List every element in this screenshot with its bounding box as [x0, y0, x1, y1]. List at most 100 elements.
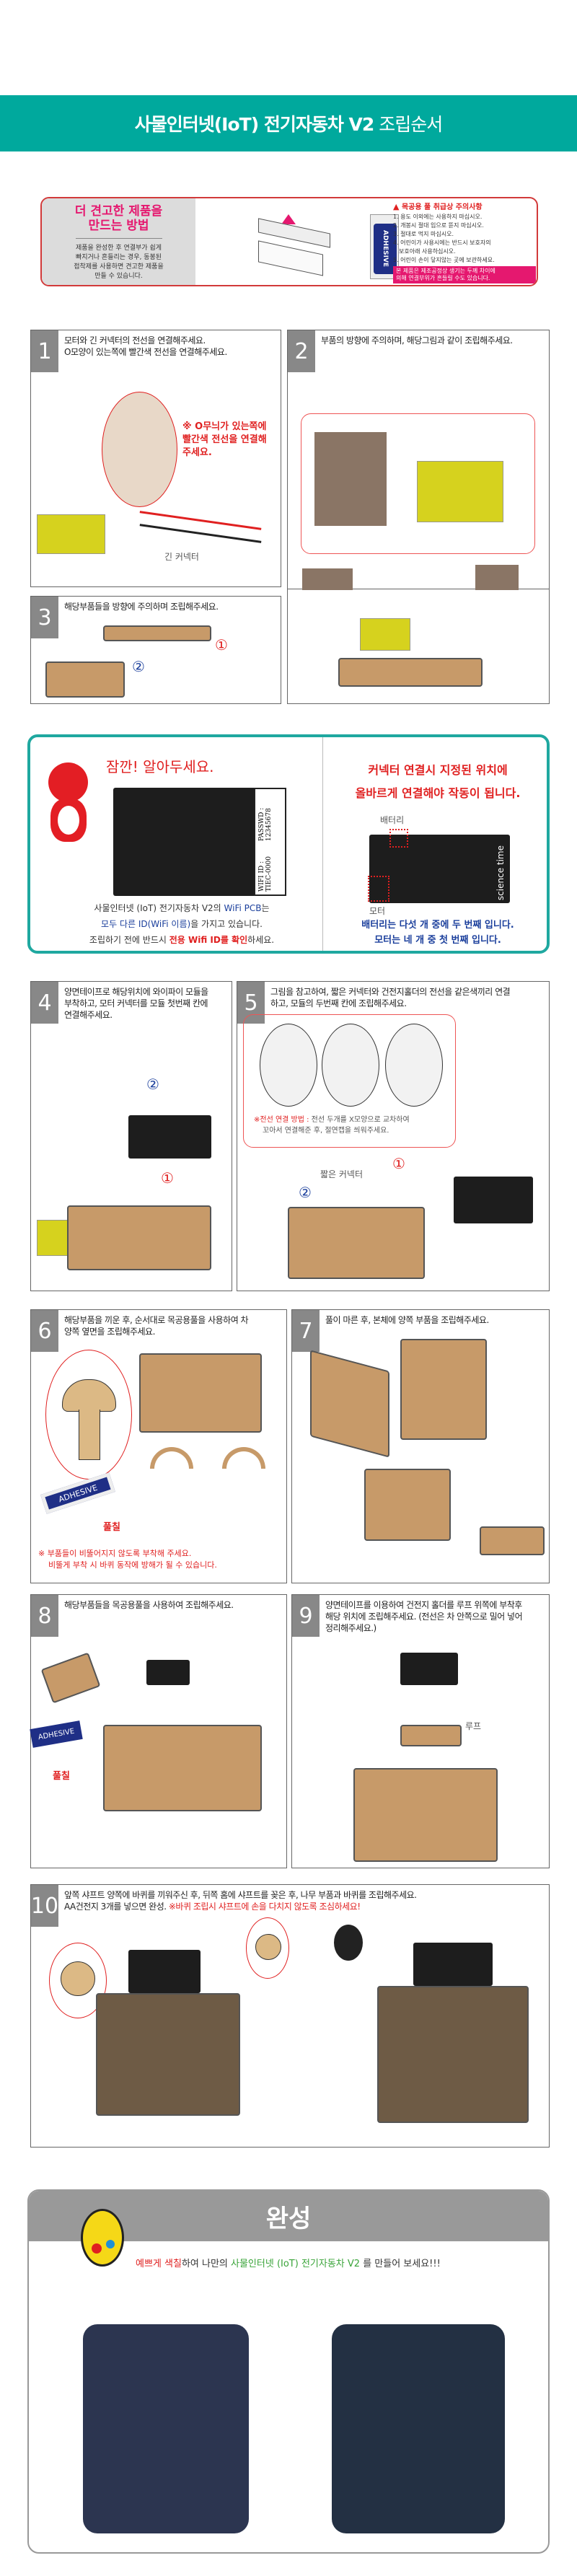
- tip-body: 제품을 완성한 후 연결부가 쉽게 빠지거나 흔들리는 경우, 동봉된 접착제를…: [42, 244, 195, 281]
- connector-notice-title: 커넥터 연결시 지정된 위치에: [368, 763, 508, 777]
- painted-car-photo: [332, 2324, 505, 2533]
- gear-motor: [360, 618, 410, 651]
- car-roof-part: [480, 1526, 545, 1555]
- step-text: 해당부품들을 방향에 주의하며 조립해주세요.: [64, 602, 219, 612]
- palette-icon: [81, 2209, 124, 2267]
- step-text: 해당부품을 끼운 후, 순서대로 목공용풀을 사용하여 차: [64, 1315, 249, 1325]
- car-body: [364, 1469, 451, 1541]
- text: 을 가지고 있습니다.: [190, 919, 263, 929]
- step-text: 양면테이프로 해당위치에 와이파이 모듈을: [64, 987, 208, 997]
- wheel-icon: [334, 1925, 363, 1961]
- step-number: 4: [31, 982, 58, 1024]
- tip-body-line: 빠지거나 흔들리는 경우, 동봉된: [75, 254, 162, 261]
- glue-label: 풀칠: [53, 1771, 70, 1782]
- warning-item: 2. 개봉시 절대 입으로 뜯지 마십시오.: [393, 222, 484, 229]
- tip-title-1: 더 견고한 제품을: [74, 204, 163, 219]
- connector-notice-text: 모터는 네 개 중 첫 번째 입니다.: [374, 935, 501, 946]
- text: 는: [261, 903, 270, 913]
- notice-divider: [322, 737, 323, 951]
- wood-cross-part: [475, 565, 519, 590]
- roof-label: 루프: [465, 1721, 482, 1731]
- page-title: 사물인터넷(IoT) 전기자동차 V2: [134, 114, 375, 135]
- page-subtitle: 조립순서: [379, 114, 443, 135]
- warning-item: 1. 용도 이외에는 사용하지 마십시오.: [393, 214, 483, 220]
- battery-holder: [400, 1653, 458, 1685]
- wood-frame: [45, 661, 125, 698]
- car-side-panel: [400, 1339, 487, 1440]
- step-number: 2: [288, 330, 315, 372]
- page-header: 사물인터넷(IoT) 전기자동차 V2 조립순서: [0, 95, 577, 151]
- mark-1: ①: [392, 1155, 405, 1172]
- warning-item: 4. 어린이가 사용시에는 반드시 보호자의: [393, 239, 491, 246]
- gear-motor: [37, 514, 105, 554]
- warning-item: 5. 어린이 손이 닿지않는 곳에 보관하세요.: [393, 257, 495, 263]
- wheel-arch: [222, 1447, 265, 1469]
- warning-icon: ▲: [393, 202, 400, 211]
- tip-divider: [75, 238, 162, 239]
- step-number: 9: [292, 1595, 320, 1637]
- car-body: [353, 1768, 498, 1862]
- battery-holder: [413, 1943, 493, 1986]
- tip-title-2: 만드는 방법: [88, 219, 149, 233]
- wire-step-photo: [385, 1024, 443, 1107]
- connector-notice-title: 올바르게 연결해야 작동이 됩니다.: [355, 786, 521, 800]
- method-text: 전선 두개를 X모양으로 교차하여: [311, 1116, 410, 1124]
- tip-body-line: 제품을 완성한 후 연결부가 쉽게: [75, 245, 162, 252]
- step-text: AA건전지 3개를 넣으면 완성.: [64, 1902, 167, 1912]
- step-10: 10 앞쪽 샤프트 양쪽에 바퀴를 끼워주신 후, 뒤쪽 홈에 샤프트를 꽂은 …: [30, 1884, 550, 2148]
- step-text: 해당부품들을 목공용풀을 사용하여 조립해주세요.: [64, 1600, 234, 1610]
- mark-2: ②: [146, 1076, 159, 1093]
- text: 하여 나만의: [181, 2259, 232, 2269]
- step-3: 3 해당부품들을 방향에 주의하며 조립해주세요. ① ②: [30, 596, 281, 704]
- adhesive-tube-icon: ADHESIVE: [40, 1472, 115, 1514]
- wood-plate: [103, 625, 211, 641]
- wood-part: [40, 1652, 101, 1704]
- mark-2: ②: [132, 658, 145, 675]
- wire-method-callout: ※전선 연결 방법 : 전선 두개를 X모양으로 교차하여 꼬아서 연결해준 후…: [243, 1014, 456, 1148]
- step-text: 양면테이프를 이용하여 건전지 홀더를 루프 위쪽에 부착후: [325, 1600, 522, 1610]
- wood-base: [338, 658, 483, 687]
- battery-holder: [128, 1950, 201, 1993]
- warning-bar-line: 본 제품은 제조공정상 생기는 두께 차이에: [396, 268, 495, 274]
- text: 하세요.: [247, 935, 275, 945]
- text: WiFi PCB: [224, 903, 262, 913]
- step-text: 그림을 참고하여, 짧은 커넥터와 건전지홀더의 전선을 같은색끼리 연결: [270, 987, 511, 997]
- step-text: 앞쪽 샤프트 양쪽에 바퀴를 끼워주신 후, 뒤쪽 홈에 샤프트를 꽂은 후, …: [64, 1890, 417, 1900]
- connector-notice-text: 배터리는 다섯 개 중에 두 번째 입니다.: [361, 920, 514, 931]
- part-callout: [45, 1350, 132, 1480]
- motor-closeup: [102, 392, 177, 507]
- step-8: 8 해당부품들을 목공용풀을 사용하여 조립해주세요. ADHESIVE 풀칠: [30, 1594, 287, 1868]
- warning-bar-line: 의해 연결부위가 흔들릴 수도 있습니다.: [396, 275, 490, 281]
- step-text: 하고, 모듈의 두번째 칸에 조립해주세요.: [270, 998, 407, 1008]
- step-7: 7 풀이 마른 후, 본체에 양쪽 부품을 조립해주세요.: [291, 1309, 550, 1583]
- washer-callout: [246, 1917, 289, 1979]
- step-number: 1: [31, 330, 58, 372]
- wood-panel: [314, 432, 387, 526]
- text: 전용 Wifi ID를 확인: [169, 935, 248, 945]
- adhesive-label: ADHESIVE: [374, 224, 397, 274]
- notice-title: 잠깐! 알아두세요.: [106, 758, 214, 775]
- step-text: 연결해주세요.: [64, 1010, 113, 1020]
- mark-1: ①: [215, 636, 228, 654]
- warning-item: 3. 절대로 먹지 마십시오.: [393, 231, 454, 237]
- completion-section: 완성 예쁘게 색칠하여 나만의 사물인터넷 (IoT) 전기자동차 V2 를 만…: [27, 2189, 550, 2554]
- wifi-id: WIFI ID : TIEC-0000: [258, 856, 273, 892]
- text: 사물인터넷 (IoT) 전기자동차 V2의: [94, 903, 224, 913]
- step-note: ※ O무늬가 있는쪽에 빨간색 전선을 연결해 주세요.: [182, 421, 267, 458]
- adhesive-tube-icon: ADHESIVE: [370, 214, 399, 279]
- warning-item: 보호아래 사용하십시오.: [399, 248, 456, 255]
- step-text: 부착하고, 모터 커넥터를 모듈 첫번째 칸에: [64, 998, 208, 1008]
- text: 를 만들어 보세요!!!: [360, 2259, 441, 2269]
- step-text: 정리해주세요.): [325, 1623, 376, 1633]
- battery-label: 배터리: [380, 815, 405, 825]
- gear-motor: [417, 461, 503, 522]
- brand-text: science time: [495, 845, 506, 901]
- car-side-panel: [310, 1350, 389, 1458]
- step-number: 6: [31, 1310, 58, 1352]
